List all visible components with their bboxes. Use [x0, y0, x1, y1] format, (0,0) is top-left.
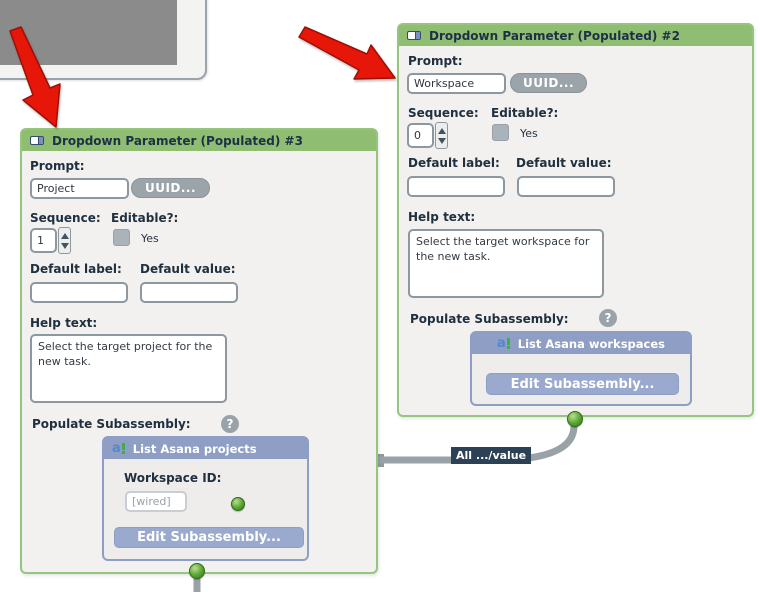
uuid-button[interactable]: UUID... — [510, 73, 587, 93]
sequence-input[interactable] — [407, 123, 434, 148]
window-content-placeholder — [0, 0, 177, 65]
edit-subassembly-button[interactable]: Edit Subassembly... — [486, 373, 679, 395]
uuid-button[interactable]: UUID... — [131, 178, 210, 198]
annotation-arrow-right — [298, 26, 396, 80]
default-value-input[interactable] — [140, 282, 238, 303]
app-logo-icon: a — [497, 337, 510, 350]
dropdown-widget-icon — [30, 136, 44, 145]
editable-checkbox[interactable] — [113, 229, 130, 246]
default-value-label: Default value: — [140, 262, 236, 276]
subassembly-title: List Asana projects — [132, 441, 257, 456]
prompt-input[interactable] — [407, 73, 506, 94]
subassembly-node-list-asana-workspaces: a List Asana workspaces Edit Subassembly… — [470, 331, 692, 406]
workspace-id-input[interactable] — [125, 491, 187, 512]
stepper-down-icon[interactable] — [437, 137, 446, 144]
stepper-down-icon[interactable] — [60, 242, 69, 249]
prompt-input[interactable] — [30, 178, 129, 199]
subassembly-header[interactable]: a List Asana workspaces — [472, 333, 690, 354]
help-icon[interactable]: ? — [599, 309, 617, 327]
background-window-fragment — [0, 0, 207, 80]
prompt-label: Prompt: — [408, 54, 463, 68]
default-label-label: Default label: — [408, 156, 500, 170]
wire-label: All .../value — [451, 447, 532, 464]
subassembly-title: List Asana workspaces — [517, 336, 665, 351]
default-label-input[interactable] — [407, 176, 505, 197]
node-header[interactable]: Dropdown Parameter (Populated) #3 — [22, 130, 376, 151]
node-dropdown-parameter-3: Dropdown Parameter (Populated) #3 Prompt… — [20, 128, 378, 574]
editable-checkbox[interactable] — [492, 124, 509, 141]
sequence-stepper[interactable] — [58, 227, 71, 254]
node-dropdown-parameter-2: Dropdown Parameter (Populated) #2 Prompt… — [397, 23, 754, 417]
populate-subassembly-label: Populate Subassembly: — [32, 417, 191, 431]
sequence-input[interactable] — [30, 228, 57, 253]
workspace-id-input-port[interactable] — [231, 497, 245, 511]
editable-label: Editable?: — [491, 106, 559, 120]
editable-yes-label: Yes — [141, 232, 159, 245]
default-label-label: Default label: — [30, 262, 122, 276]
prompt-label: Prompt: — [30, 159, 85, 173]
default-label-input[interactable] — [30, 282, 128, 303]
help-text-textarea[interactable]: Select the target workspace for the new … — [408, 229, 604, 298]
help-text-textarea[interactable]: Select the target project for the new ta… — [30, 334, 227, 403]
editable-label: Editable?: — [111, 211, 179, 225]
sequence-label: Sequence: — [30, 211, 101, 225]
stepper-up-icon[interactable] — [60, 232, 69, 239]
default-value-input[interactable] — [517, 176, 615, 197]
populate-subassembly-label: Populate Subassembly: — [410, 312, 569, 326]
sequence-stepper[interactable] — [435, 122, 448, 149]
subassembly-header[interactable]: a List Asana projects — [104, 438, 307, 459]
node-title: Dropdown Parameter (Populated) #3 — [52, 133, 303, 148]
dropdown-widget-icon — [407, 31, 421, 40]
workspace-id-label: Workspace ID: — [124, 471, 222, 485]
node-title: Dropdown Parameter (Populated) #2 — [429, 28, 680, 43]
default-value-label: Default value: — [516, 156, 612, 170]
edit-subassembly-button[interactable]: Edit Subassembly... — [114, 527, 304, 548]
help-icon[interactable]: ? — [221, 415, 239, 433]
subassembly-node-list-asana-projects: a List Asana projects Workspace ID: Edit… — [102, 436, 309, 561]
sequence-label: Sequence: — [408, 106, 479, 120]
stepper-up-icon[interactable] — [437, 127, 446, 134]
node2-output-port[interactable] — [567, 411, 583, 427]
node-header[interactable]: Dropdown Parameter (Populated) #2 — [399, 25, 752, 46]
help-text-label: Help text: — [30, 316, 98, 330]
editable-yes-label: Yes — [520, 127, 538, 140]
app-logo-icon: a — [112, 442, 125, 455]
help-text-label: Help text: — [408, 210, 476, 224]
node3-output-port[interactable] — [189, 563, 205, 579]
